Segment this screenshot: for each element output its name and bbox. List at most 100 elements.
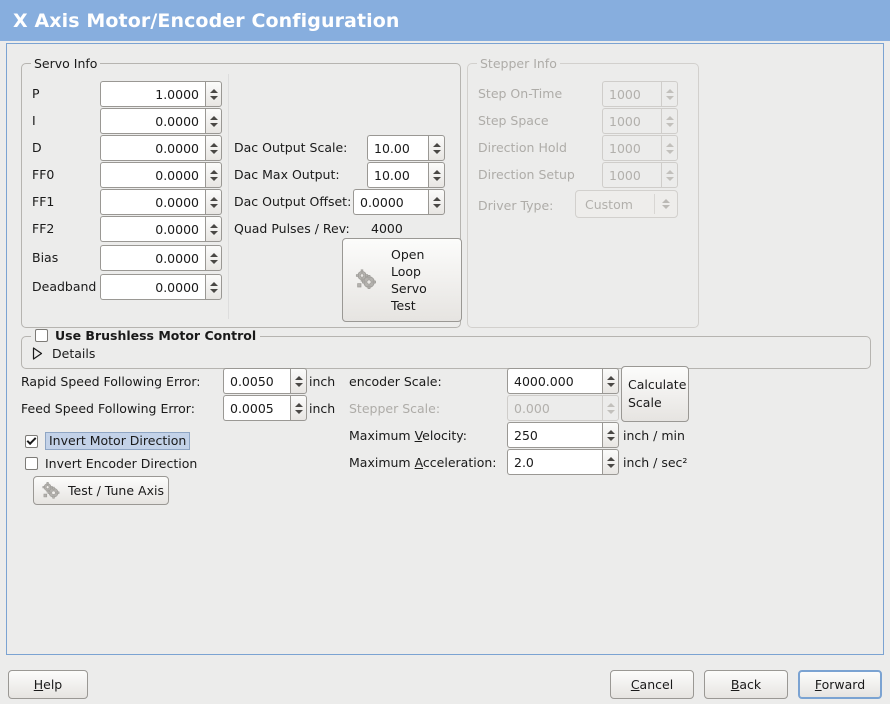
spin-down-icon[interactable] [432,149,441,154]
spin-deadband-buttons[interactable] [205,274,222,300]
checkbox-box[interactable] [25,457,38,470]
spin-ff0[interactable]: 0.0000 [100,162,222,188]
spin-down-icon [665,122,674,127]
spin-d-value[interactable]: 0.0000 [100,135,205,161]
spin-up-icon[interactable] [209,196,218,201]
spin-down-icon[interactable] [606,436,615,441]
spin-dac-output-scale[interactable]: 10.00 [367,135,445,161]
spin-dac-output-offset-value[interactable]: 0.0000 [353,189,428,215]
spin-feed-buttons[interactable] [290,395,307,421]
spin-up-icon[interactable] [209,252,218,257]
spin-maximum-acceleration-buttons[interactable] [602,449,619,475]
spin-up-icon[interactable] [209,169,218,174]
spin-dac-max-output[interactable]: 10.00 [367,162,445,188]
back-button[interactable]: Back [704,670,788,699]
spin-p-buttons[interactable] [205,81,222,107]
spin-up-icon[interactable] [606,429,615,434]
calculate-scale-button[interactable]: Calculate Scale [621,366,689,422]
spin-dac-max-output-value[interactable]: 10.00 [367,162,428,188]
spin-down-icon[interactable] [209,203,218,208]
open-loop-servo-test-button[interactable]: Open Loop Servo Test [342,238,462,322]
use-brushless-motor-control-checkbox[interactable]: Use Brushless Motor Control [31,328,261,343]
spin-down-icon[interactable] [209,122,218,127]
spin-down-icon[interactable] [294,409,303,414]
spin-rapid-buttons[interactable] [290,368,307,394]
spin-feed-speed-following-error[interactable]: 0.0005 [223,395,307,421]
checkbox-box[interactable] [25,434,38,448]
spin-up-icon[interactable] [209,88,218,93]
spin-i-value[interactable]: 0.0000 [100,108,205,134]
spin-encoder-scale[interactable]: 4000.000 [507,368,619,394]
chevron-right-icon[interactable] [32,347,43,360]
spin-maximum-acceleration[interactable]: 2.0 [507,449,619,475]
spin-up-icon[interactable] [606,456,615,461]
spin-rapid-speed-following-error[interactable]: 0.0050 [223,368,307,394]
spin-maximum-acceleration-value[interactable]: 2.0 [507,449,602,475]
spin-ff2-value[interactable]: 0.0000 [100,216,205,242]
spin-d-buttons[interactable] [205,135,222,161]
spin-down-icon[interactable] [209,95,218,100]
spin-ff2[interactable]: 0.0000 [100,216,222,242]
spin-encoder-scale-buttons[interactable] [602,368,619,394]
spin-down-icon[interactable] [209,176,218,181]
spin-down-icon[interactable] [432,203,441,208]
spin-up-icon[interactable] [606,375,615,380]
label-i: I [32,113,36,128]
spin-down-icon[interactable] [209,230,218,235]
spin-up-icon[interactable] [209,223,218,228]
spin-up-icon[interactable] [209,115,218,120]
spin-dac-max-output-buttons[interactable] [428,162,445,188]
spin-down-icon[interactable] [209,149,218,154]
spin-maximum-velocity[interactable]: 250 [507,422,619,448]
spin-p-value[interactable]: 1.0000 [100,81,205,107]
details-expander[interactable]: Details [32,346,95,361]
spin-up-icon[interactable] [294,402,303,407]
spin-ff1[interactable]: 0.0000 [100,189,222,215]
invert-motor-direction-checkbox[interactable]: Invert Motor Direction [25,432,191,450]
spin-encoder-scale-value[interactable]: 4000.000 [507,368,602,394]
spin-up-icon[interactable] [432,169,441,174]
spin-dac-output-offset-buttons[interactable] [428,189,445,215]
spin-d[interactable]: 0.0000 [100,135,222,161]
spin-up-icon[interactable] [294,375,303,380]
spin-ff0-buttons[interactable] [205,162,222,188]
spin-p[interactable]: 1.0000 [100,81,222,107]
spin-ff2-buttons[interactable] [205,216,222,242]
spin-up-icon[interactable] [209,281,218,286]
spin-down-icon[interactable] [209,259,218,264]
spin-ff1-buttons[interactable] [205,189,222,215]
spin-bias-buttons[interactable] [205,245,222,271]
spin-bias[interactable]: 0.0000 [100,245,222,271]
spin-up-icon[interactable] [432,196,441,201]
spin-down-icon[interactable] [606,382,615,387]
spin-down-icon[interactable] [432,176,441,181]
spin-up-icon[interactable] [209,142,218,147]
spin-bias-value[interactable]: 0.0000 [100,245,205,271]
spin-down-icon[interactable] [606,463,615,468]
test-tune-axis-button[interactable]: Test / Tune Axis [33,476,169,505]
spin-ff0-value[interactable]: 0.0000 [100,162,205,188]
spin-dac-output-scale-buttons[interactable] [428,135,445,161]
combo-divider [654,194,655,214]
spin-down-icon[interactable] [209,288,218,293]
check-icon [26,434,37,445]
spin-i-buttons[interactable] [205,108,222,134]
invert-encoder-direction-checkbox[interactable]: Invert Encoder Direction [25,456,197,471]
help-button[interactable]: Help [8,670,88,699]
spin-dac-output-scale-value[interactable]: 10.00 [367,135,428,161]
spin-deadband-value[interactable]: 0.0000 [100,274,205,300]
spin-up-icon[interactable] [432,142,441,147]
spin-feed-value[interactable]: 0.0005 [223,395,290,421]
cancel-button[interactable]: Cancel [610,670,694,699]
spin-maximum-velocity-value[interactable]: 250 [507,422,602,448]
forward-button[interactable]: Forward [798,670,882,699]
checkbox-box[interactable] [35,329,48,342]
spin-rapid-value[interactable]: 0.0050 [223,368,290,394]
spin-ff1-value[interactable]: 0.0000 [100,189,205,215]
spin-dac-output-offset[interactable]: 0.0000 [353,189,445,215]
spin-maximum-velocity-buttons[interactable] [602,422,619,448]
spin-down-icon[interactable] [294,382,303,387]
spin-i[interactable]: 0.0000 [100,108,222,134]
spin-deadband[interactable]: 0.0000 [100,274,222,300]
